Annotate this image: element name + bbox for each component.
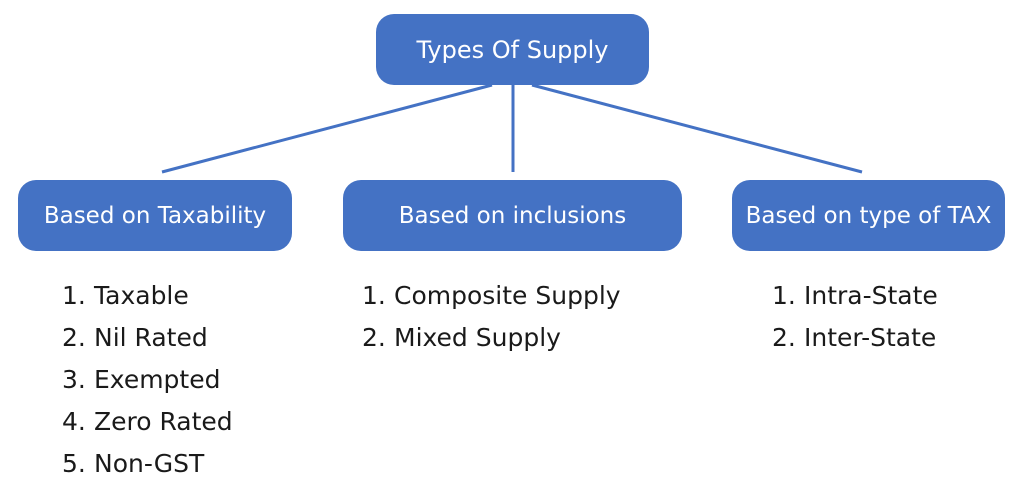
list-item: 3.Exempted (62, 365, 221, 394)
list-item: 5.Non-GST (62, 449, 205, 478)
list-item: 2.Inter-State (772, 323, 937, 352)
connector-root-to-taxability (161, 83, 493, 174)
list-item: 1.Composite Supply (362, 281, 621, 310)
list-item: 1.Taxable (62, 281, 189, 310)
connector-root-to-tax-type (531, 83, 863, 174)
branch-node-taxability: Based on Taxability (18, 180, 292, 251)
list-item: 4.Zero Rated (62, 407, 233, 436)
taxability-list: 1.Taxable 2.Nil Rated 3.Exempted 4.Zero … (62, 275, 233, 485)
branch-node-tax-type: Based on type of TAX (732, 180, 1005, 251)
branch-node-inclusions: Based on inclusions (343, 180, 682, 251)
branch-node-label: Based on Taxability (43, 202, 267, 229)
list-item: 2.Nil Rated (62, 323, 208, 352)
tax-type-list: 1.Intra-State 2.Inter-State (772, 275, 938, 359)
root-node-types-of-supply: Types Of Supply (376, 14, 649, 85)
list-item: 2.Mixed Supply (362, 323, 561, 352)
inclusions-list: 1.Composite Supply 2.Mixed Supply (362, 275, 621, 359)
list-item: 1.Intra-State (772, 281, 938, 310)
branch-node-label: Based on type of TAX (745, 202, 992, 229)
branch-node-label: Based on inclusions (398, 202, 627, 229)
root-node-label: Types Of Supply (416, 35, 609, 64)
